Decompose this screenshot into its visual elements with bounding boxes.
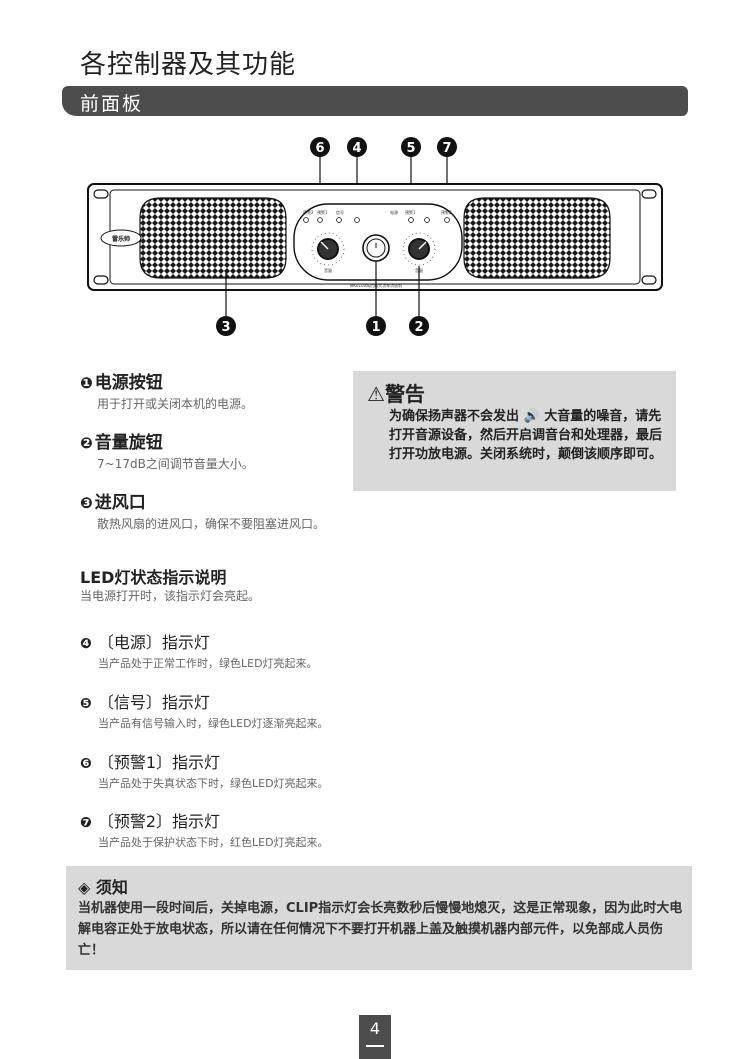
led-item-title: 〔信号〕指示灯 [97, 693, 210, 712]
right-air-intake-grille [463, 197, 611, 279]
svg-text:音量: 音量 [324, 267, 332, 273]
item-number: ❸ [80, 494, 93, 512]
led-section-description: 当电源打开时，该指示灯会亮起。 [80, 589, 261, 603]
notice-box: ◈ 须知 当机器使用一段时间后，关掉电源，CLIP指示灯会长亮数秒后慢慢地熄灭，… [66, 866, 692, 970]
callout-6: 6 [310, 137, 330, 157]
warning-title: 警告 [384, 382, 425, 406]
led-item-number: ❼ [80, 815, 92, 831]
item-description: 散热风扇的进风口，确保不要阻塞进风口。 [97, 517, 326, 531]
led-section-title: LED灯状态指示说明 [80, 568, 227, 587]
led-item-description: 当产品有信号输入时，绿色LED灯逐渐亮起来。 [98, 717, 329, 730]
notice-body: 当机器使用一段时间后，关掉电源，CLIP指示灯会长亮数秒后慢慢地熄灭，这是正常现… [78, 901, 683, 958]
led-item-power: ❹ 〔电源〕指示灯 当产品处于正常工作时，绿色LED灯亮起来。 [80, 629, 318, 671]
led-item-title: 〔预警1〕指示灯 [97, 753, 221, 772]
led-signal-right [408, 217, 414, 223]
callout-1: 1 [366, 316, 386, 336]
item-title: 音量旋钮 [94, 433, 163, 453]
front-panel-diagram: 6 4 5 7 雷乐帅 预警2 预警1 信号 电源 预警1 预警2 [87, 137, 663, 336]
svg-text:预警2: 预警2 [303, 209, 314, 215]
notice-icon: ◈ [78, 878, 91, 897]
svg-text:预警1: 预警1 [317, 209, 328, 215]
led-item-description: 当产品处于保护状态下时，红色LED灯亮起来。 [98, 836, 329, 849]
callout-4: 4 [347, 137, 367, 157]
svg-text:1: 1 [371, 320, 380, 335]
svg-text:信号: 信号 [336, 209, 344, 215]
page-number: 4 [359, 1015, 391, 1059]
svg-text:7: 7 [442, 141, 451, 156]
callout-7: 7 [437, 137, 457, 157]
warning-icon: ⚠ [367, 382, 385, 406]
svg-text:电源: 电源 [390, 209, 398, 215]
svg-text:预警1: 预警1 [405, 209, 416, 215]
svg-text:3: 3 [221, 320, 230, 335]
notice-title: 须知 [95, 878, 128, 897]
callout-5: 5 [401, 137, 421, 157]
led-item-title: 〔预警2〕指示灯 [97, 812, 221, 831]
led-item-clip1: ❻ 〔预警1〕指示灯 当产品处于失真状态下时，绿色LED灯亮起来。 [80, 749, 329, 791]
svg-text:雷乐帅: 雷乐帅 [112, 235, 130, 243]
led-item-signal: ❺ 〔信号〕指示灯 当产品有信号输入时，绿色LED灯逐渐亮起来。 [80, 689, 329, 731]
svg-text:4: 4 [352, 141, 361, 156]
page-title: 各控制器及其功能 [80, 50, 297, 80]
led-item-description: 当产品处于正常工作时，绿色LED灯亮起来。 [98, 657, 318, 670]
led-signal-left [336, 217, 342, 223]
led-clip2-right [444, 217, 450, 223]
left-air-intake-grille [139, 197, 287, 279]
section-title: 前面板 [80, 93, 144, 115]
led-clip1-right [424, 217, 430, 223]
item-number: ❶ [80, 374, 93, 392]
led-item-number: ❹ [80, 636, 92, 652]
brand-badge: 雷乐帅 [100, 229, 142, 247]
led-item-clip2: ❼ 〔预警2〕指示灯 当产品处于保护状态下时，红色LED灯亮起来。 [80, 808, 329, 850]
item-title: 进风口 [94, 493, 146, 513]
led-clip1-left [317, 217, 323, 223]
item-number: ❷ [80, 434, 93, 452]
svg-text:预警2: 预警2 [441, 209, 452, 215]
item-title: 电源按钮 [94, 373, 163, 393]
power-button[interactable] [362, 234, 390, 262]
svg-text:5: 5 [406, 141, 415, 156]
section-header-bar: 前面板 [62, 86, 688, 116]
svg-text:2: 2 [414, 320, 423, 335]
led-power [354, 217, 360, 223]
callout-3: 3 [216, 316, 236, 336]
led-item-description: 当产品处于失真状态下时，绿色LED灯亮起来。 [98, 777, 329, 790]
led-item-number: ❻ [80, 756, 92, 772]
led-item-number: ❺ [80, 696, 92, 712]
volume-knob-left[interactable]: 音量 [311, 232, 345, 273]
warning-box: ⚠警告 为确保扬声器不会发出 🔊 大音量的噪音，请先打开音源设备，然后开启调音台… [353, 371, 676, 491]
led-item-title: 〔电源〕指示灯 [97, 633, 210, 652]
svg-text:6: 6 [315, 141, 324, 156]
item-description: 用于打开或关闭本机的电源。 [97, 397, 254, 411]
callout-2: 2 [409, 316, 429, 336]
warning-body: 为确保扬声器不会发出 🔊 大音量的噪音，请先打开音源设备，然后开启调音台和处理器… [389, 409, 663, 462]
page-number-text: 4 [369, 1019, 381, 1038]
led-clip2-left [303, 217, 309, 223]
item-description: 7~17dB之间调节音量大小。 [97, 457, 254, 471]
